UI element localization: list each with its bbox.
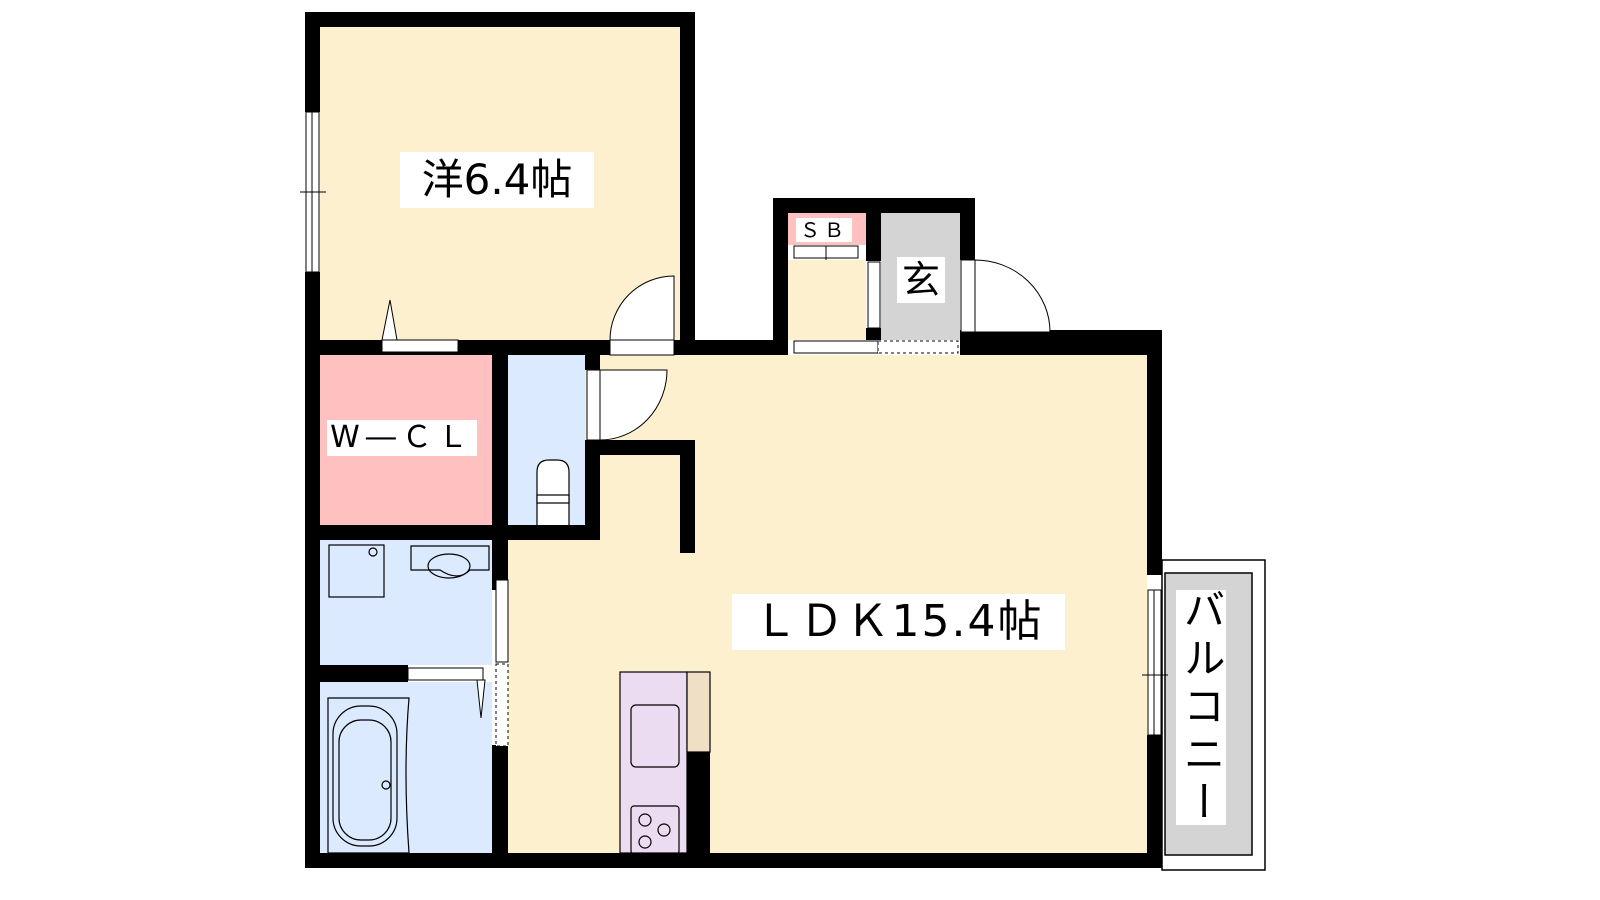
window-balcony xyxy=(1142,589,1168,736)
washing-machine xyxy=(328,544,385,598)
washroom-floor xyxy=(320,540,492,665)
ldk-label: ＬＤＫ15.4帖 xyxy=(732,594,1065,650)
western-room-label: 洋6.4帖 xyxy=(400,152,594,208)
walk-in-closet-label: W―ＣＬ xyxy=(327,420,477,456)
door-entrance xyxy=(960,259,1051,333)
bathtub xyxy=(327,697,410,854)
door-toilet xyxy=(586,369,668,441)
balcony-label: バルコニー xyxy=(1176,587,1226,828)
entrance-label: 玄 xyxy=(897,257,945,303)
window-west xyxy=(300,111,326,273)
kitchen-counter xyxy=(619,671,711,855)
shoe-box-label: ＳＢ xyxy=(796,218,852,242)
door-western-room xyxy=(609,275,675,356)
door-closet-sliding xyxy=(381,299,459,353)
toilet-fixture xyxy=(536,459,570,525)
closet-floor xyxy=(788,260,866,340)
wash-basin xyxy=(410,545,490,579)
door-washroom-sliding xyxy=(495,579,509,747)
door-bathroom-folding xyxy=(407,667,486,719)
entry-step xyxy=(793,245,959,354)
